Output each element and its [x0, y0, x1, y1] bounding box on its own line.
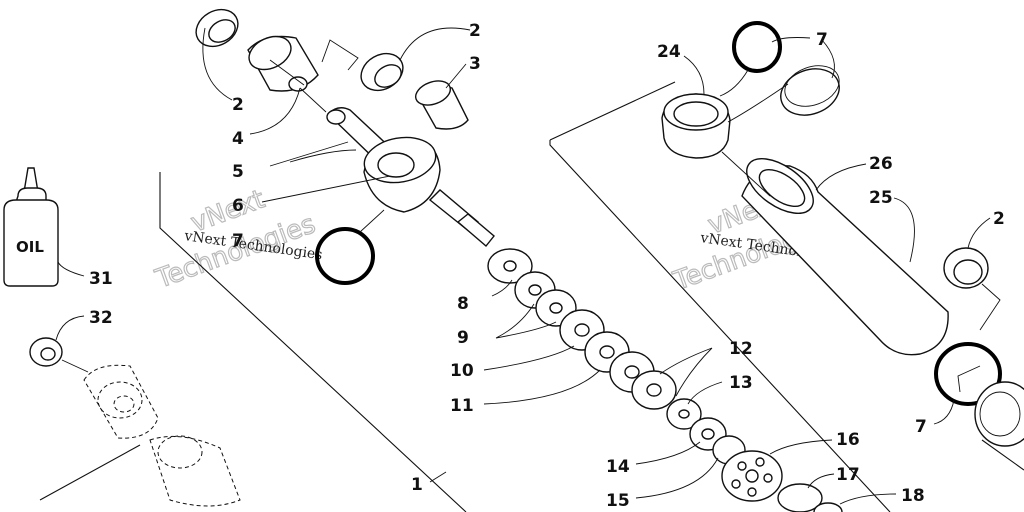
seal-head — [363, 136, 495, 248]
callout-5: 5 — [232, 162, 244, 182]
callout-26: 26 — [869, 154, 893, 174]
o-ring-left — [315, 227, 375, 285]
callout-15: 15 — [606, 491, 630, 511]
callout-2-left: 2 — [232, 95, 244, 115]
bushing-top-center — [360, 52, 404, 92]
callout-8: 8 — [457, 294, 469, 314]
callout-7-left: 7 — [232, 231, 244, 251]
callout-17: 17 — [836, 465, 860, 485]
callout-2-right: 2 — [993, 209, 1005, 229]
callout-24: 24 — [657, 42, 681, 62]
wear-ring — [780, 65, 840, 116]
reservoir-panel-outline — [549, 81, 891, 512]
callout-7-right: 7 — [915, 417, 927, 437]
reservoir-tube — [741, 158, 949, 356]
washer-18 — [813, 502, 843, 512]
callout-18: 18 — [901, 486, 925, 506]
callout-16: 16 — [836, 430, 860, 450]
callout-12: 12 — [729, 339, 753, 359]
callout-25: 25 — [869, 188, 893, 208]
callout-1: 1 — [411, 475, 423, 495]
spherical-bearing — [29, 337, 63, 367]
reservoir-body-outline — [39, 444, 141, 501]
callout-32: 32 — [89, 308, 113, 328]
washer-stack — [487, 248, 746, 465]
leader-zigzag — [321, 39, 359, 71]
callout-11: 11 — [450, 396, 474, 416]
bushing-top-left — [195, 8, 239, 48]
callout-9: 9 — [457, 328, 469, 348]
callout-10: 10 — [450, 361, 474, 381]
oil-bottle: OIL — [3, 167, 59, 287]
o-ring-top — [732, 21, 782, 73]
callout-2-top: 2 — [469, 21, 481, 41]
callout-4: 4 — [232, 129, 244, 149]
callout-14: 14 — [606, 457, 630, 477]
reservoir-end-cap — [974, 381, 1024, 471]
callout-7-top: 7 — [816, 30, 828, 50]
leader-lines — [55, 27, 1001, 505]
callout-13: 13 — [729, 373, 753, 393]
bushing-right — [943, 247, 989, 289]
o-ring-right — [934, 342, 1002, 406]
spacer-sleeve — [414, 80, 469, 130]
eyelet-sleeve — [247, 35, 319, 92]
lower-eyelet-phantom — [83, 364, 241, 507]
washer-8 — [487, 248, 533, 284]
callout-31: 31 — [89, 269, 113, 289]
callout-3: 3 — [469, 54, 481, 74]
oil-bottle-label: OIL — [16, 238, 44, 256]
reservoir-cap — [661, 93, 731, 159]
washer-17 — [777, 483, 823, 512]
shock-body-outline — [159, 172, 467, 512]
washer-12b — [631, 370, 677, 410]
washer-13 — [666, 398, 702, 430]
callout-6: 6 — [232, 196, 244, 216]
piston — [721, 450, 783, 502]
callout-labels: 2 3 2 4 5 6 7 8 9 10 11 12 13 14 15 16 1… — [89, 21, 1005, 511]
